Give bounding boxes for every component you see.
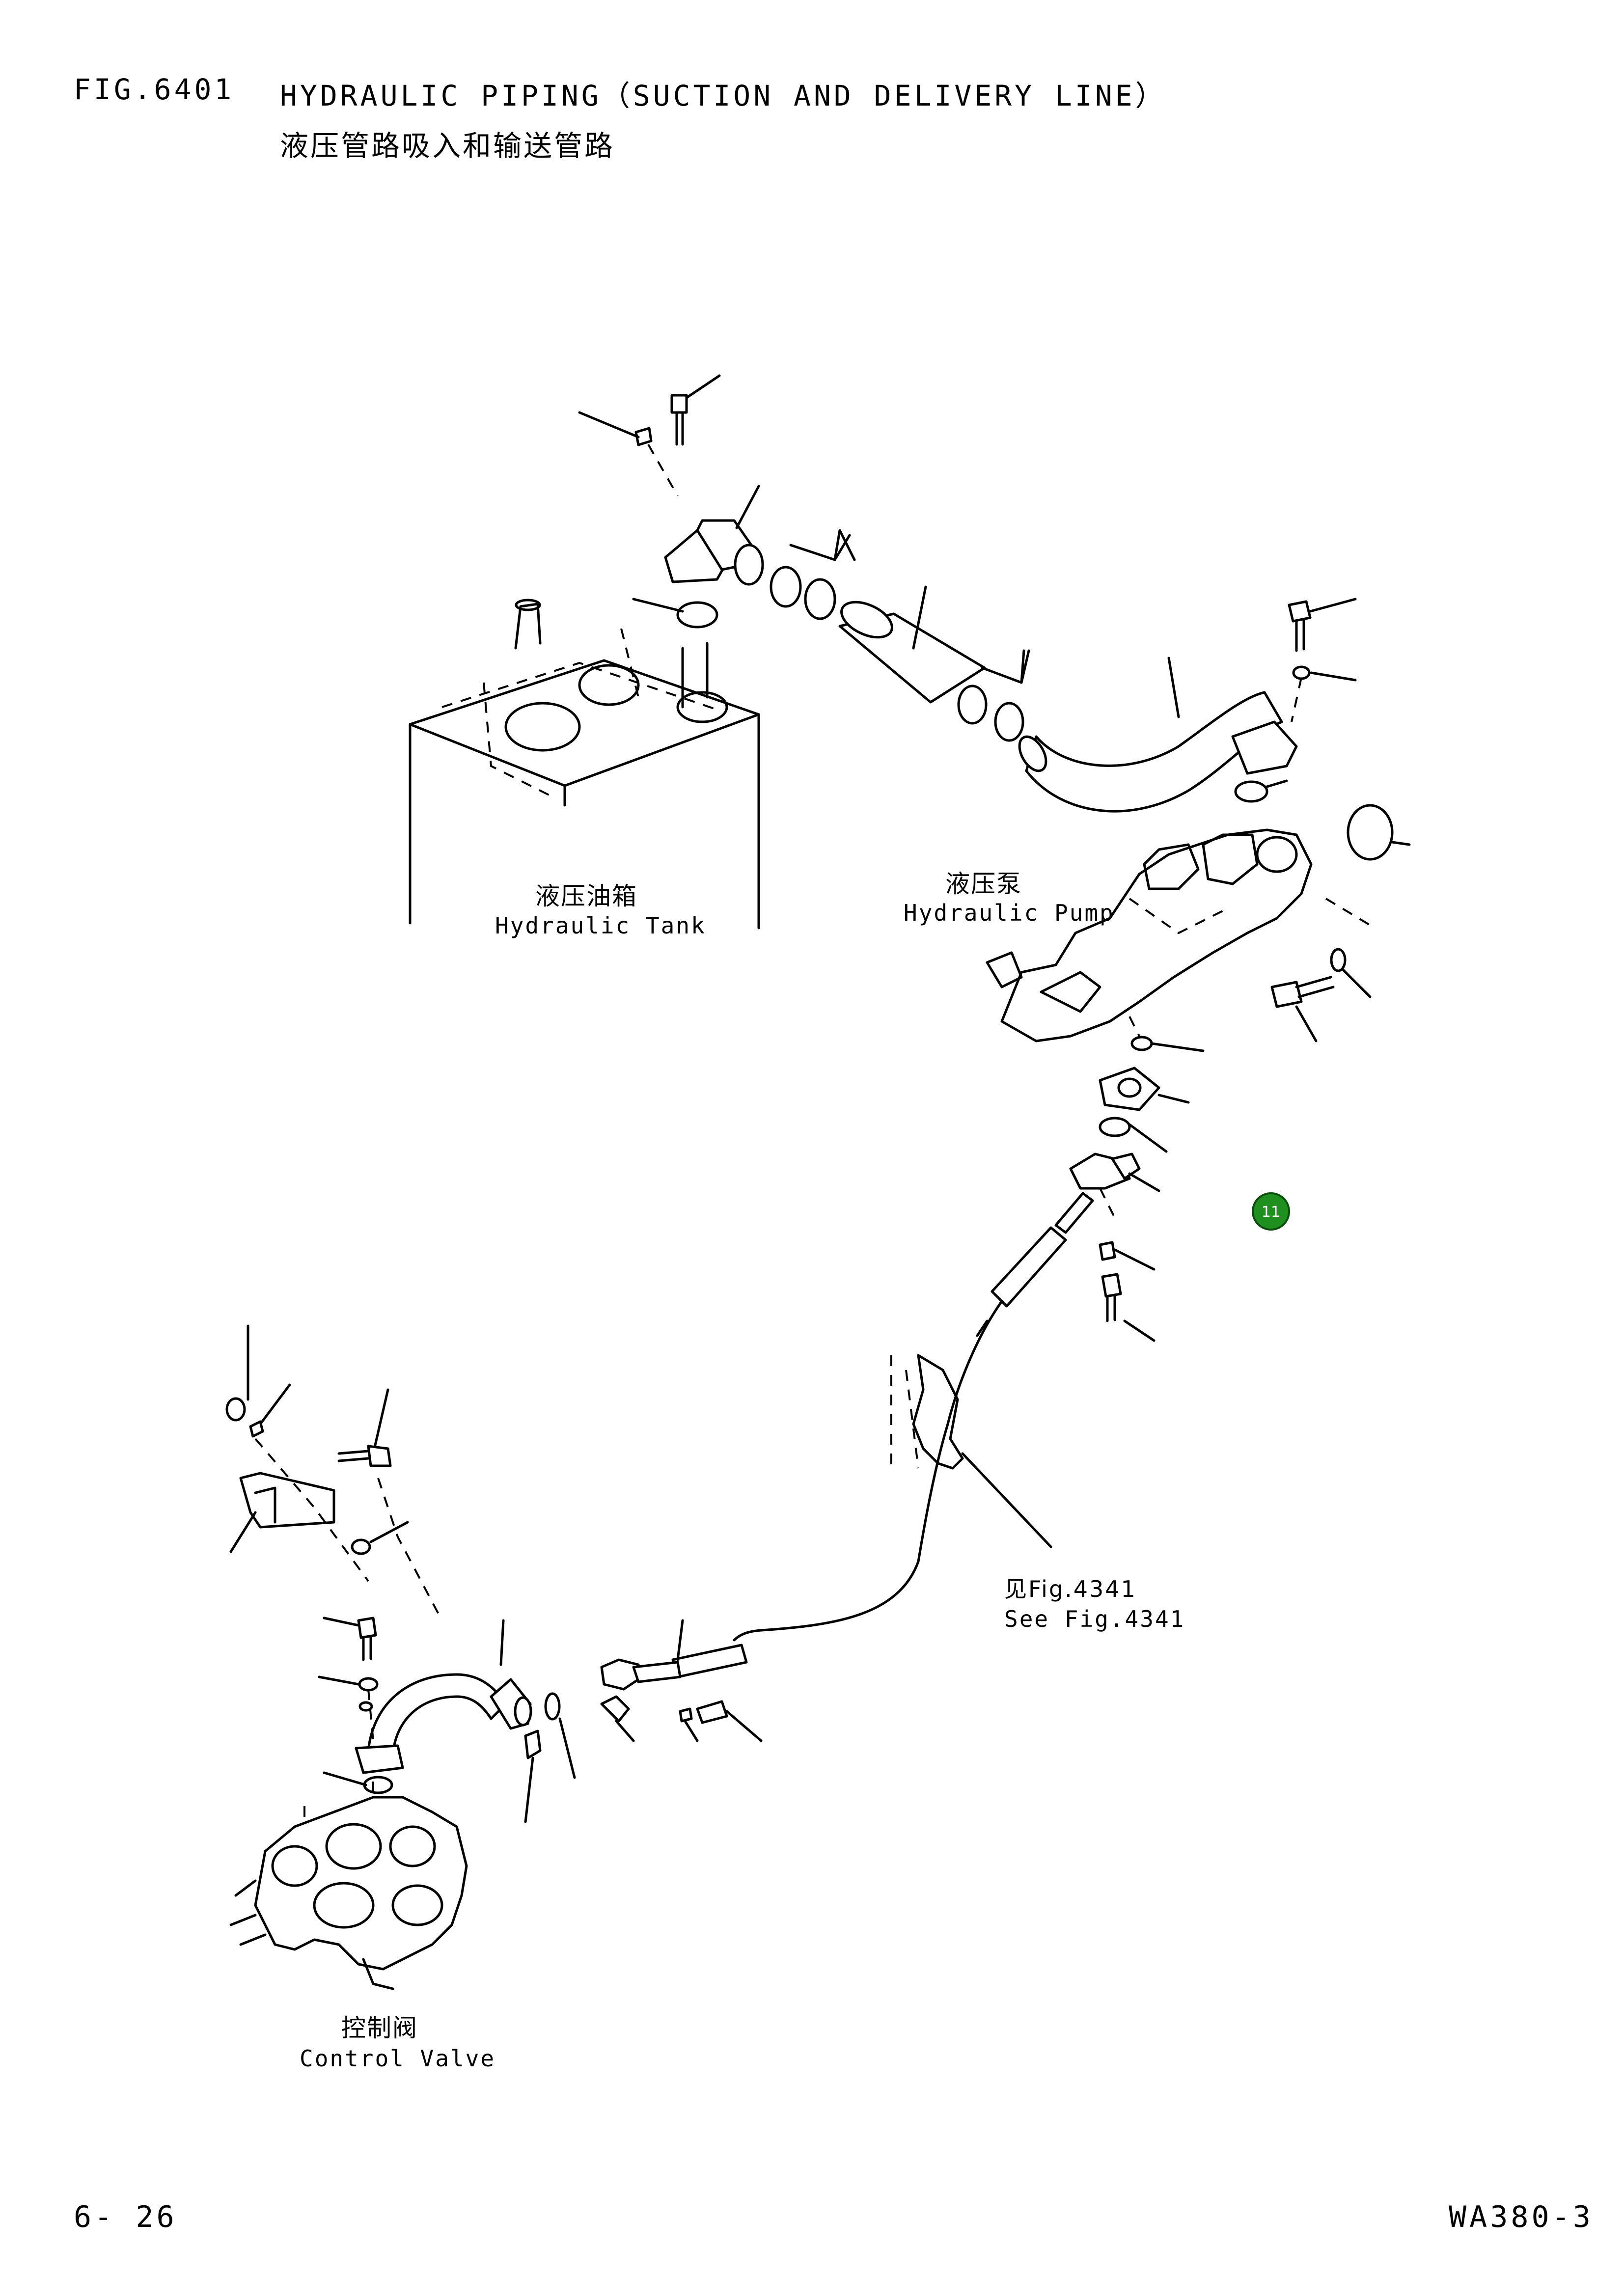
callout-number: 11 (1262, 1204, 1280, 1221)
figure-number: FIG.6401 (74, 73, 235, 106)
figure-title-zh: 液压管路吸入和输送管路 (280, 129, 615, 163)
bracket-assembly (227, 1326, 442, 1620)
control-valve-drawing (231, 1778, 467, 1989)
suction-line (579, 376, 1355, 811)
model-code: WA380-3 (1449, 2200, 1594, 2234)
hydraulic-pump-label-zh: 液压泵 (945, 870, 1022, 898)
hydraulic-tank-label-zh: 液压油箱 (535, 882, 637, 910)
control-valve-label-zh: 控制阀 (341, 2014, 418, 2042)
hydraulic-pump-label-en: Hydraulic Pump (904, 900, 1115, 926)
reference-label-zh: 见Fig.4341 (1004, 1576, 1137, 1602)
delivery-line (319, 1016, 1203, 1822)
reference-label-en: See Fig.4341 (1004, 1606, 1185, 1632)
hydraulic-pump-drawing (987, 805, 1409, 1041)
page-number: 6- 26 (74, 2200, 177, 2234)
control-valve-label-en: Control Valve (300, 2045, 496, 2072)
hydraulic-tank-drawing (410, 600, 759, 928)
hydraulic-tank-label-en: Hydraulic Tank (495, 912, 706, 939)
part-callout-badge[interactable]: 11 (1253, 1193, 1289, 1230)
figure-title-en: HYDRAULIC PIPING（SUCTION AND DELIVERY LI… (280, 79, 1167, 112)
